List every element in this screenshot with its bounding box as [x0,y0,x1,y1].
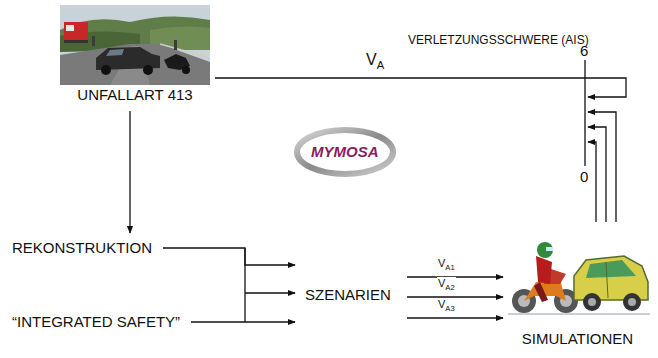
simulation-box: SIMULATIONEN [505,218,650,352]
edge-label: VA2 [437,277,456,294]
node-text: SIMULATIONEN [522,329,633,349]
node-text: REKONSTRUKTION [12,238,155,258]
injury-scale: VERLETZUNGSSCHWERE (AIS) [408,32,591,48]
process-label: “INTEGRATED SAFETY” [12,312,183,332]
accident-photo [60,5,210,85]
edge-label: VA3 [437,298,456,315]
scale-value: 0 [580,168,588,186]
scale-value: 6 [580,42,588,60]
accident-photo-box: UNFALLART 413 [58,4,212,108]
connector-arrow [588,142,596,222]
connector-arrow [129,111,130,233]
connector-arrow [163,248,295,265]
logo-text: MYMOSA [311,143,379,161]
edge-label: VA [365,51,385,74]
bracket-arrow [245,292,295,293]
node-text: SZENARIEN [305,285,393,305]
simulation-picture [508,242,650,314]
node-text: “INTEGRATED SAFETY” [12,312,183,332]
connector-arrow [191,321,295,322]
connector-arrow [407,317,503,318]
node-text: VERLETZUNGSSCHWERE (AIS) [408,32,591,48]
connector-arrow [588,112,616,222]
connector-arrow [215,78,626,97]
connector-arrow [588,127,606,222]
process-label: REKONSTRUKTION [12,238,155,258]
node-text: UNFALLART 413 [77,85,192,105]
logo-ring [297,130,393,174]
process-label: SZENARIEN [305,285,393,305]
ais-scale [584,60,585,166]
edge-label: VA1 [437,257,456,274]
